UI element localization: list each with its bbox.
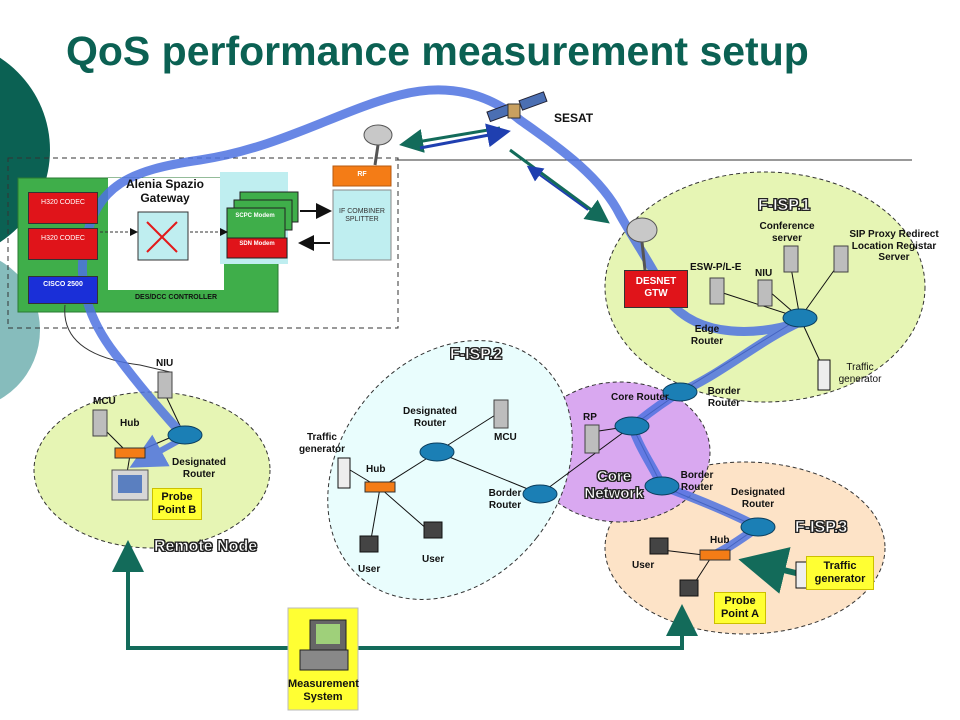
desnet-gateway: DESNET GTW (624, 270, 688, 308)
gateway-title: Alenia Spazio Gateway (125, 177, 205, 205)
satellite-dish-icon (626, 217, 658, 271)
router-icon (662, 382, 698, 402)
fisp3-designated-router-label: Designated Router (731, 487, 785, 510)
core-border-router-label: Border Router (680, 470, 714, 493)
remote-node-label: Remote Node (154, 538, 258, 556)
fisp3-traffic-label: Traffic generator (814, 560, 866, 585)
scpc-modem-label: SCPC Modem (235, 213, 275, 219)
fisp1-niu-label: NIU (755, 268, 773, 279)
fisp1-traffic-label: Traffic generator (838, 362, 882, 385)
fisp2-border-router-label: Border Router (488, 488, 522, 511)
if-combiner-label: IF COMBINER SPLITTER (339, 208, 385, 224)
gateway-dashed-box (7, 157, 399, 329)
fisp3-label: F-ISP.3 (795, 519, 848, 537)
satellite-dish-icon (363, 124, 393, 166)
server-icon (709, 277, 725, 305)
server-icon (817, 359, 831, 391)
fisp3-user-label: User (632, 560, 655, 571)
rf-label: RF (357, 171, 367, 178)
server-icon (757, 279, 773, 307)
remote-mcu-label: MCU (93, 396, 116, 407)
fisp2-cloud (327, 340, 573, 600)
router-icon (740, 517, 776, 537)
codec-label-1: H320 CODEC (41, 199, 85, 206)
server-icon (783, 245, 799, 273)
fisp2-user-label-1: User (358, 564, 381, 575)
codec-box-1: H320 CODEC (28, 192, 98, 224)
fisp2-designated-router-label: Designated Router (403, 406, 457, 429)
server-icon (833, 245, 849, 273)
measurement-system-label: Measurement System (288, 678, 359, 703)
fisp3-traffic-generator: Traffic generator (806, 556, 874, 590)
core-router-label: Core Router (611, 392, 669, 403)
server-icon (337, 457, 351, 489)
conference-server-label: Conference server (759, 221, 815, 244)
fisp2-hub-label: Hub (366, 464, 386, 475)
edge-router-label: Edge Router (690, 324, 724, 347)
user-pc-icon (649, 537, 669, 555)
hub-icon (114, 447, 146, 459)
remote-hub-label: Hub (120, 418, 140, 429)
sip-proxy-label: SIP Proxy Redirect Location Registar Ser… (849, 229, 939, 263)
server-icon (584, 424, 600, 454)
probe-point-a-label: Probe Point A (720, 595, 760, 620)
remote-niu-label: NIU (156, 358, 174, 369)
probe-point-b: Probe Point B (152, 488, 202, 520)
server-icon (92, 409, 108, 437)
router-icon (782, 308, 818, 328)
router-icon (522, 484, 558, 504)
satellite-icon (486, 91, 548, 123)
fisp2-user-label-2: User (422, 554, 445, 565)
cisco-box: CISCO 2500 (28, 276, 98, 304)
fisp3-hub-label: Hub (710, 535, 730, 546)
page-title: QoS performance measurement setup (66, 28, 809, 74)
fisp1-border-router-label: Border Router (707, 386, 741, 409)
hub-icon (699, 549, 731, 561)
sdn-modem-label: SDN Modem (239, 241, 275, 247)
controller-label: DES/DCC CONTROLLER (134, 294, 218, 301)
cisco-label: CISCO 2500 (43, 281, 83, 288)
router-icon (167, 425, 203, 445)
laptop-icon (299, 619, 349, 671)
fisp1-label: F-ISP.1 (758, 197, 811, 215)
server-icon (493, 399, 509, 429)
rp-label: RP (583, 412, 597, 423)
workstation-icon (111, 469, 149, 501)
probe-point-b-label: Probe Point B (157, 491, 197, 516)
fisp2-label: F-ISP.2 (450, 346, 503, 364)
esw-label: ESW-P/L-E (690, 262, 742, 273)
codec-label-2: H320 CODEC (41, 235, 85, 242)
router-icon (614, 416, 650, 436)
fisp2-traffic-label: Traffic generator (298, 432, 346, 455)
router-icon (644, 476, 680, 496)
router-icon (419, 442, 455, 462)
core-network-label: Core Network (584, 468, 644, 503)
remote-designated-router-label: Designated Router (172, 457, 226, 480)
remote-cloud (33, 391, 271, 549)
server-icon (157, 371, 173, 399)
fisp2-mcu-label: MCU (494, 432, 517, 443)
codec-box-2: H320 CODEC (28, 228, 98, 260)
probe-point-a: Probe Point A (714, 592, 766, 624)
desnet-label: DESNET GTW (635, 276, 677, 299)
hub-icon (364, 481, 396, 493)
user-pc-icon (359, 535, 379, 553)
user-pc-icon (679, 579, 699, 597)
satellite-label: SESAT (554, 111, 594, 125)
user-pc-icon (423, 521, 443, 539)
